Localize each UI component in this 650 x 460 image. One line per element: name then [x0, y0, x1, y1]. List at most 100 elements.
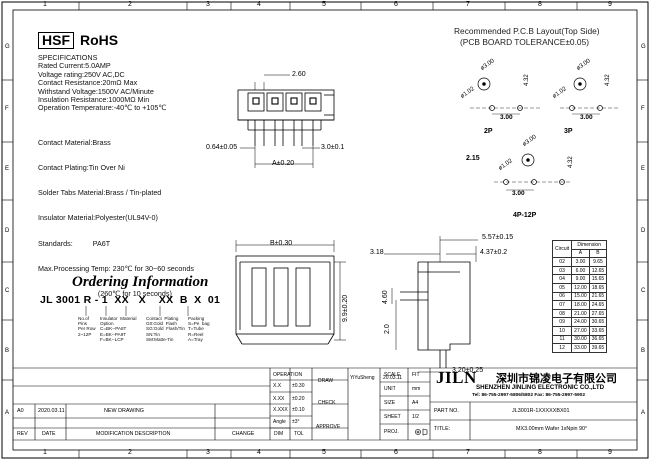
cell-circuit: 02: [551, 257, 573, 267]
spec-line: Voltage rating:250V AC,DC: [38, 69, 125, 79]
col-label: 3: [206, 449, 210, 456]
cell-b: 24.65: [588, 300, 608, 310]
col-label: 7: [466, 449, 470, 456]
col-label: 4: [257, 449, 261, 456]
company-name-en: SHENZHEN JINLING ELECTRONIC CO.,LTD: [476, 384, 605, 391]
note-pins: No.of Pins Per Row 2~12P: [78, 316, 96, 337]
col-label: 2: [128, 1, 132, 8]
cell-b: 30.65: [588, 317, 608, 327]
cell-circuit: 06: [551, 291, 573, 302]
row-label: E: [5, 166, 10, 172]
tol-xx-val: ±0.30: [292, 383, 305, 389]
sheet-value: 1/2: [412, 414, 419, 420]
col-label: 2: [128, 449, 132, 456]
header-modification: MODIFICATION DESCRIPTION: [96, 431, 171, 437]
cell-b: 36.65: [588, 334, 608, 345]
dim-3-00-3p: 3.00: [580, 114, 593, 121]
col-label: 9: [608, 1, 612, 8]
dim-3-18: 3.18: [370, 249, 384, 256]
rev-value: A0: [17, 408, 24, 414]
row-label: G: [5, 44, 10, 50]
cell-circuit: 12: [551, 343, 573, 353]
cell-a: 18.00: [571, 300, 590, 310]
pcb-layout-title: Recommended P.C.B Layout(Top Side): [454, 26, 600, 36]
pcb-layout-3p: [560, 77, 618, 115]
spec-line: Withstand Voltage:1500V AC/Minute: [38, 86, 154, 96]
row-label: F: [5, 106, 9, 112]
row-label: E: [641, 166, 646, 172]
row-label: D: [5, 228, 10, 234]
material-line: Contact Material:Brass: [38, 137, 111, 147]
cell-a: 30.00: [571, 334, 590, 345]
header-b: B: [588, 248, 608, 259]
col-label: 5: [322, 1, 326, 8]
company-name-cn: 深圳市锦凌电子有限公司: [496, 373, 617, 385]
tol-xxxx-val: ±0.10: [292, 407, 305, 413]
dim-5-57: 5.57±0.15: [482, 234, 514, 241]
cell-circuit: 03: [551, 265, 573, 276]
dim-4-32-4p: 4.32: [568, 156, 574, 168]
ordering-part-code: JL 3001 R - 1 XX X XX B X 01: [40, 294, 221, 306]
col-label: 8: [538, 449, 542, 456]
dim-4-60: 4.60: [382, 290, 389, 304]
dim-3-20: 3.20±0.25: [452, 367, 484, 374]
size-value: A4: [412, 400, 419, 406]
connector-side-view: [400, 261, 471, 368]
tol-xxx: X.XX: [273, 396, 285, 402]
cell-circuit: 11: [551, 334, 573, 345]
dim-3-0: 3.0±0.1: [321, 144, 345, 151]
title-label: TITLE:: [434, 426, 451, 432]
cell-a: 6.00: [571, 265, 590, 276]
tol-xxxx: X.XXX: [273, 407, 288, 413]
label-2p: 2P: [484, 128, 493, 135]
cell-b: 33.65: [588, 325, 608, 336]
material-line: (260℃ for 10 seconds): [38, 289, 172, 299]
ordering-title: Ordering Information: [72, 274, 209, 290]
dim-9-9: 9.9±0.20: [342, 294, 349, 322]
check-label: CHECK: [318, 400, 336, 406]
dim-4-32-3p: 4.32: [605, 74, 611, 86]
cell-b: 27.65: [588, 308, 608, 319]
company-logo: JILN: [436, 368, 477, 387]
row-label: B: [5, 348, 10, 354]
material-line: Standards: PA6T: [38, 238, 111, 248]
col-label: 6: [394, 449, 398, 456]
part-no-value: JL3001R-1XXXXXBX01: [512, 408, 570, 414]
label-3p: 3P: [564, 128, 573, 135]
dim-3-00-4p: 3.00: [512, 190, 525, 197]
unit-value: mm: [412, 386, 421, 392]
rohs-mark: RoHS: [80, 32, 119, 48]
spec-line: Insulation Resistance:1000MΩ Min: [38, 95, 150, 105]
row-label: B: [641, 348, 646, 354]
drawer-name: YiYuSheng: [350, 375, 375, 381]
cell-a: 33.00: [571, 343, 590, 353]
col-label: 8: [538, 1, 542, 8]
cell-circuit: 05: [551, 282, 573, 293]
pcb-layout-4p-12p: [494, 153, 572, 191]
cell-circuit: 09: [551, 317, 573, 327]
note-insulator: Insulator Material Option C=BK--PA6T E=B…: [100, 316, 137, 342]
pcb-layout-tolerance: (PCB BOARD TOLERANCE±0.05): [460, 37, 590, 47]
spec-line: Contact Resistance:20mΩ Max: [38, 78, 138, 88]
row-label: C: [641, 288, 646, 294]
company-tel: Tel: 86-755-2997-5806/5802 Fax: 86-755-2…: [472, 393, 585, 398]
row-label: C: [5, 288, 10, 294]
material-line: Contact Plating:Tin Over Ni: [38, 163, 125, 173]
cell-circuit: 08: [551, 308, 573, 319]
spec-title: SPECIFICATIONS: [38, 53, 98, 62]
dim-4-37: 4.37±0.2: [480, 249, 508, 256]
cell-a: 12.00: [571, 282, 590, 293]
dim-3-00-2p: 3.00: [500, 114, 513, 121]
tol-xxx-val: ±0.20: [292, 396, 305, 402]
spec-line: Operation Temperature:-40℃ to +105℃: [38, 103, 167, 113]
header-date: DATE: [42, 431, 56, 437]
title-value: MX3.00mm Wafer 1xNpin 90°: [516, 426, 588, 432]
cell-b: 9.65: [588, 257, 608, 267]
